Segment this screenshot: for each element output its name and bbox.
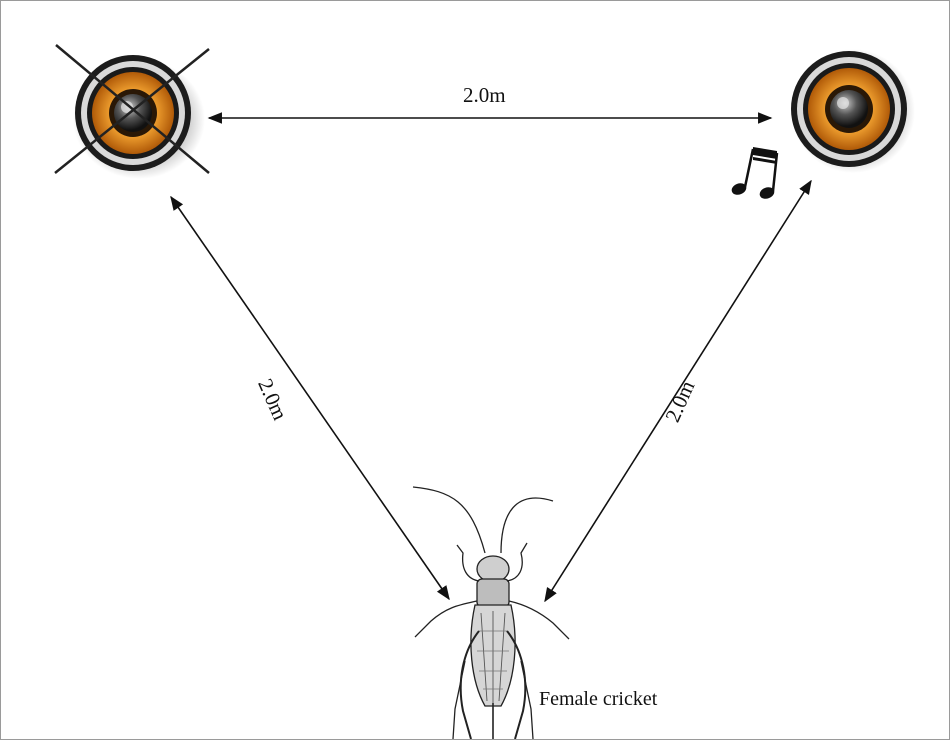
left-speaker: [73, 55, 205, 179]
cricket-label: Female cricket: [539, 689, 657, 709]
arrow-left-speaker-to-cricket: [171, 197, 449, 599]
distance-label-top: 2.0m: [463, 85, 506, 106]
music-notes-icon: [731, 147, 777, 200]
right-speaker: [791, 49, 915, 173]
